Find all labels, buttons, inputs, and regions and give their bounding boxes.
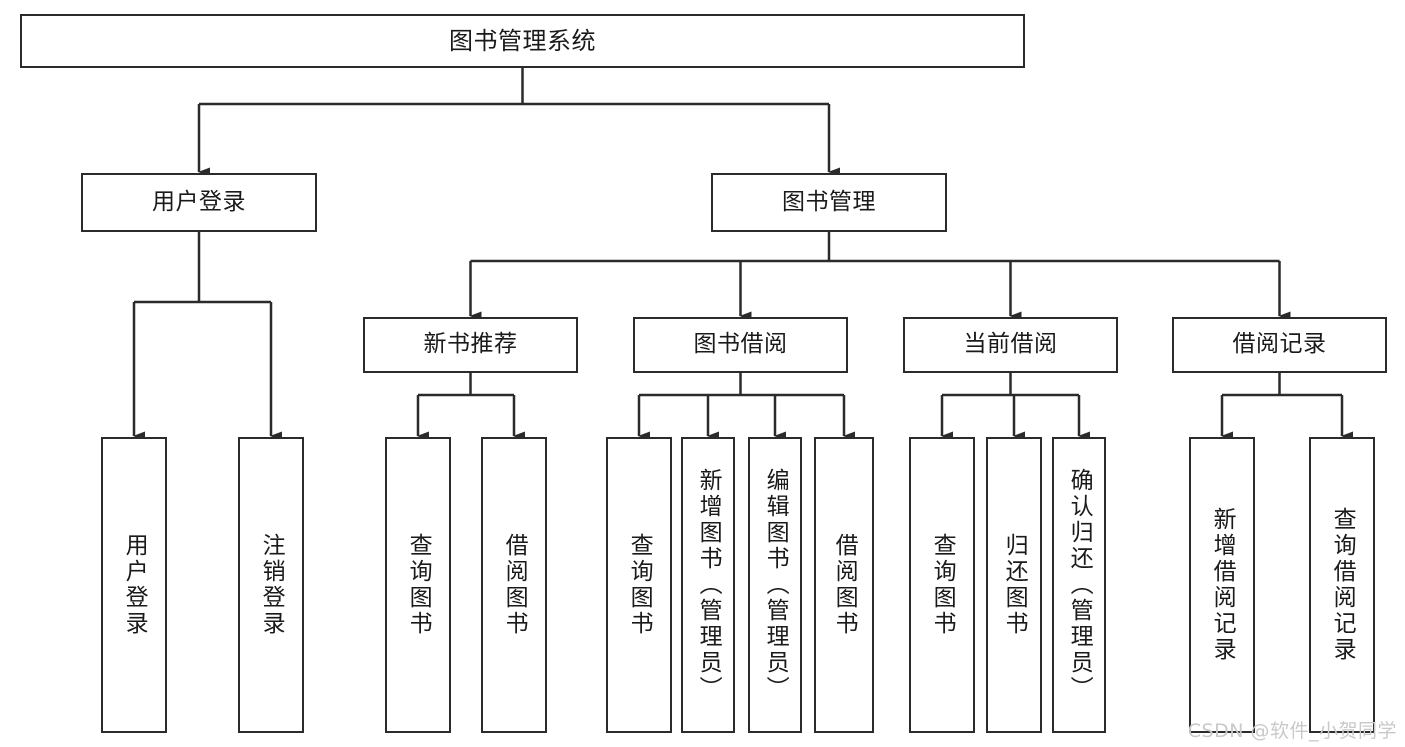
leaf-query-book-recommend-label: 查询图书 (405, 533, 432, 637)
leaf-add-book-admin-label: 新增图书（管理员） (695, 468, 722, 702)
node-root-label: 图书管理系统 (449, 26, 596, 55)
leaf-user-logout[interactable]: 注销登录 (238, 437, 304, 733)
leaf-borrow-book[interactable]: 借阅图书 (814, 437, 874, 733)
node-new-book-recommend-label: 新书推荐 (423, 331, 518, 358)
leaf-user-logout-label: 注销登录 (258, 533, 285, 637)
leaf-add-book-admin[interactable]: 新增图书（管理员） (681, 437, 735, 733)
node-new-book-recommend[interactable]: 新书推荐 (363, 317, 578, 373)
leaf-edit-book-admin-label: 编辑图书（管理员） (762, 468, 789, 702)
leaf-query-book-borrow[interactable]: 查询图书 (606, 437, 672, 733)
node-current-borrow[interactable]: 当前借阅 (903, 317, 1118, 373)
edge-group (132, 68, 1353, 441)
leaf-query-book-current-label: 查询图书 (929, 533, 956, 637)
node-book-borrow-label: 图书借阅 (693, 331, 788, 358)
leaf-borrow-book-recommend-label: 借阅图书 (501, 533, 528, 637)
node-book-manage-label: 图书管理 (782, 188, 876, 215)
leaf-query-borrow-record[interactable]: 查询借阅记录 (1309, 437, 1375, 733)
leaf-borrow-book-label: 借阅图书 (831, 533, 858, 637)
leaf-add-borrow-record[interactable]: 新增借阅记录 (1189, 437, 1255, 733)
leaf-confirm-return-admin[interactable]: 确认归还（管理员） (1052, 437, 1106, 733)
leaf-query-book-borrow-label: 查询图书 (626, 533, 653, 637)
csdn-watermark: CSDN @软件_小贺同学 (1187, 720, 1397, 742)
node-borrow-record[interactable]: 借阅记录 (1172, 317, 1387, 373)
node-book-manage[interactable]: 图书管理 (711, 173, 947, 232)
node-borrow-record-label: 借阅记录 (1232, 331, 1327, 358)
leaf-add-borrow-record-label: 新增借阅记录 (1209, 507, 1236, 663)
leaf-return-book-label: 归还图书 (1001, 533, 1028, 637)
node-user-login-label: 用户登录 (152, 188, 246, 215)
leaf-borrow-book-recommend[interactable]: 借阅图书 (481, 437, 547, 733)
leaf-edit-book-admin[interactable]: 编辑图书（管理员） (748, 437, 802, 733)
leaf-query-borrow-record-label: 查询借阅记录 (1329, 507, 1356, 663)
node-root[interactable]: 图书管理系统 (20, 14, 1025, 68)
leaf-confirm-return-admin-label: 确认归还（管理员） (1066, 468, 1093, 702)
node-current-borrow-label: 当前借阅 (963, 331, 1058, 358)
leaf-user-login[interactable]: 用户登录 (101, 437, 167, 733)
leaf-query-book-current[interactable]: 查询图书 (909, 437, 975, 733)
node-user-login[interactable]: 用户登录 (81, 173, 317, 232)
leaf-query-book-recommend[interactable]: 查询图书 (385, 437, 451, 733)
leaf-user-login-label: 用户登录 (121, 533, 148, 637)
leaf-return-book[interactable]: 归还图书 (986, 437, 1042, 733)
node-book-borrow[interactable]: 图书借阅 (633, 317, 848, 373)
